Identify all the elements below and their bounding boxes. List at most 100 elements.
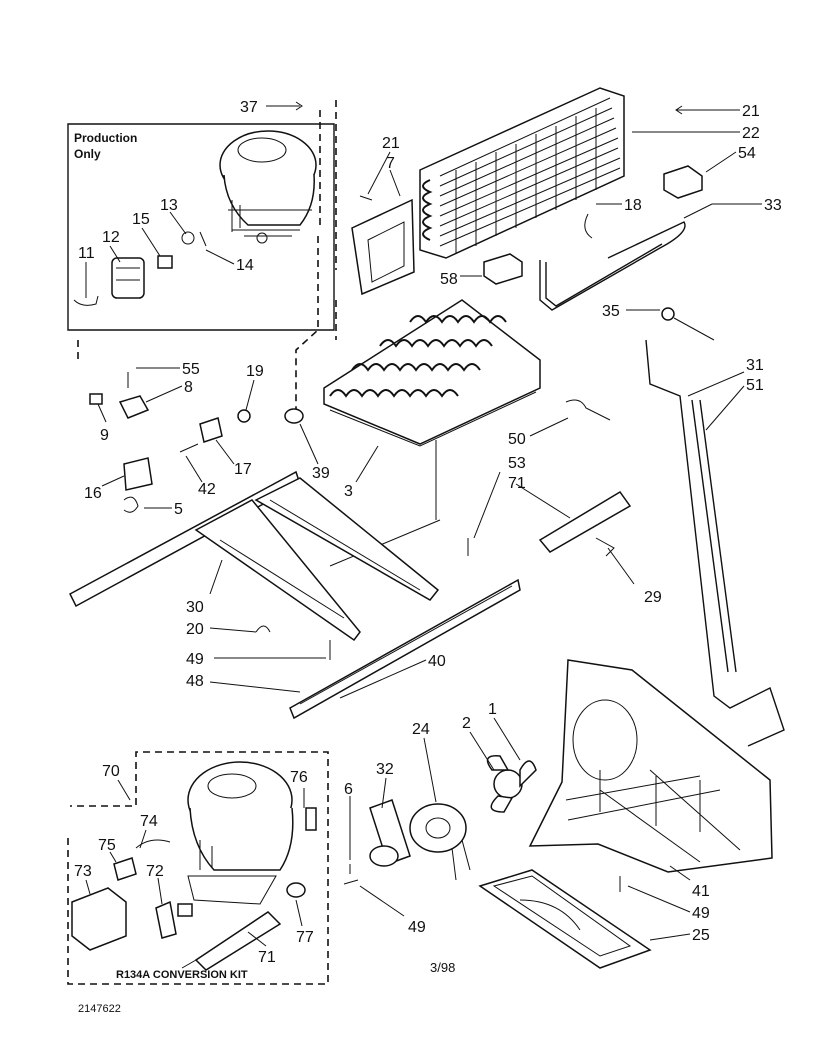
callout-75: 75: [98, 837, 116, 854]
fan-motor-24: [409, 803, 471, 881]
callout-29: 29: [644, 589, 662, 606]
callout-50: 50: [508, 431, 526, 448]
callout-49b: 49: [408, 919, 426, 936]
fan-bracket-41: [528, 659, 773, 873]
production-label-line2: Only: [74, 147, 101, 161]
callout-19: 19: [246, 363, 264, 380]
drier-part-71-top: [538, 491, 632, 557]
part-9: [89, 393, 103, 405]
conversion-kit-label: R134A CONVERSION KIT: [116, 969, 248, 981]
callout-41: 41: [692, 883, 710, 900]
callout-32: 32: [376, 761, 394, 778]
base-rail-40: [289, 578, 521, 720]
bracket-part-58: [483, 253, 523, 285]
leader-lines: [85, 101, 762, 947]
conversion-kit-box: [67, 751, 329, 985]
callout-71b: 71: [258, 949, 276, 966]
relay-part-12: [111, 257, 145, 299]
callout-numbers: 37 21 22 54 21 7 18 33 58 35 11 12 15 13…: [74, 99, 782, 966]
document-number: 2147622: [78, 1003, 121, 1015]
base-rail-30: [69, 470, 440, 642]
callout-55: 55: [182, 361, 200, 378]
grommet-part-35: [661, 307, 675, 321]
callout-70: 70: [102, 763, 120, 780]
callout-17: 17: [234, 461, 252, 478]
callout-8: 8: [184, 379, 193, 396]
clip-part-20: [255, 625, 271, 633]
screw-part-21-left: [359, 195, 373, 201]
callout-73: 73: [74, 863, 92, 880]
clip-part-18: [584, 213, 593, 239]
callout-3: 3: [344, 483, 353, 500]
evaporator-coil: [323, 299, 541, 567]
callout-11: 11: [78, 245, 95, 262]
callout-51: 51: [746, 377, 764, 394]
callout-77: 77: [296, 929, 314, 946]
callout-21b: 21: [382, 135, 400, 152]
part-17: [199, 417, 223, 443]
clip-part-50: [565, 399, 611, 421]
compressor-conversion: [187, 761, 294, 905]
part-13: [181, 231, 195, 245]
production-label-line1: Production: [74, 131, 137, 145]
part-75: [113, 857, 137, 881]
part-72b: [177, 903, 193, 917]
bracket-part-7: [351, 198, 415, 296]
clip-part-11: [73, 295, 99, 306]
callout-42: 42: [198, 481, 216, 498]
callout-7: 7: [386, 155, 395, 172]
callout-30: 30: [186, 599, 204, 616]
tubes-31-51: [645, 339, 785, 747]
part-14-wire: [199, 231, 207, 247]
wire-part-74: [135, 839, 171, 849]
callout-71: 71: [508, 475, 526, 492]
callout-35: 35: [602, 303, 620, 320]
callout-20: 20: [186, 621, 204, 638]
tube-part-33: [539, 221, 686, 311]
part-19: [237, 409, 251, 423]
callout-33: 33: [764, 197, 782, 214]
callout-14: 14: [236, 257, 254, 274]
compressor-production: [219, 130, 317, 244]
grommet-part-39: [284, 408, 304, 424]
callout-22: 22: [742, 125, 760, 142]
fan-blade-2: [486, 755, 537, 813]
part-15: [157, 255, 173, 269]
drier-part-71-kit: [181, 911, 282, 971]
production-only-box: Production Only: [67, 123, 335, 360]
part-72: [155, 900, 177, 939]
callout-9: 9: [100, 427, 109, 444]
callout-72: 72: [146, 863, 164, 880]
callout-21: 21: [742, 103, 760, 120]
condenser-coil: [419, 87, 625, 259]
callout-5: 5: [174, 501, 183, 518]
callout-76: 76: [290, 769, 308, 786]
grommet-part-77: [286, 882, 306, 898]
callout-54: 54: [738, 145, 756, 162]
callout-12: 12: [102, 229, 120, 246]
callout-2: 2: [462, 715, 471, 732]
callout-49: 49: [186, 651, 204, 668]
part-8: [118, 395, 150, 419]
callout-31: 31: [746, 357, 764, 374]
callout-15: 15: [132, 211, 150, 228]
date-code: 3/98: [430, 960, 455, 975]
callout-25: 25: [692, 927, 710, 944]
part-76: [305, 807, 317, 831]
callout-13: 13: [160, 197, 178, 214]
callout-1: 1: [488, 701, 497, 718]
callout-74: 74: [140, 813, 158, 830]
relay-part-73: [71, 887, 127, 951]
clip-part-5: [123, 496, 139, 513]
callout-18: 18: [624, 197, 642, 214]
callout-6: 6: [344, 781, 353, 798]
callout-39: 39: [312, 465, 330, 482]
bracket-part-54: [663, 165, 703, 199]
callout-58: 58: [440, 271, 458, 288]
callout-53: 53: [508, 455, 526, 472]
screw-part-42: [179, 443, 199, 453]
screw-part-49-left: [343, 879, 359, 885]
callout-16: 16: [84, 485, 102, 502]
callout-49c: 49: [692, 905, 710, 922]
